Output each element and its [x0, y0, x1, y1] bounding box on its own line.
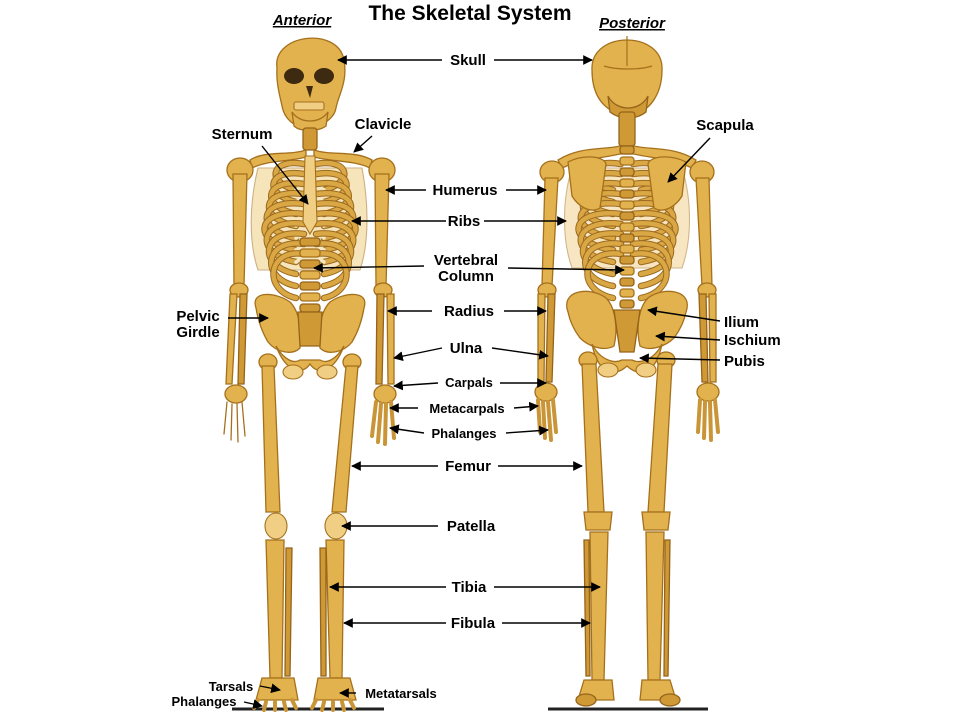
anterior-heading: Anterior [272, 12, 333, 29]
label-tibia: Tibia [452, 579, 487, 596]
anterior-neck-vertebrae [303, 128, 317, 150]
anterior-vertebra-1 [300, 238, 320, 246]
anterior-sternum [303, 156, 317, 234]
arrow-ulna-anterior [394, 348, 442, 358]
label-clavicle: Clavicle [355, 116, 412, 133]
posterior-vertebra-10 [620, 245, 634, 253]
posterior-vertebra-15 [620, 300, 634, 308]
label-ulna: Ulna [450, 340, 483, 357]
arrow-metacarpals-posterior [514, 406, 538, 408]
label-pelvic-line2: Girdle [176, 324, 219, 341]
anterior-leg-right [312, 354, 361, 710]
label-phalanges-hand: Phalanges [431, 426, 496, 441]
anterior-skull [277, 38, 345, 130]
label-skull: Skull [450, 52, 486, 69]
label-sternum: Sternum [212, 126, 273, 143]
posterior-vertebra-9 [620, 234, 634, 242]
anterior-arm-left [224, 174, 248, 442]
anterior-vertebra-6 [300, 293, 320, 301]
posterior-vertebra-13 [620, 278, 634, 286]
label-pubis: Pubis [724, 353, 765, 370]
label-ribs: Ribs [448, 213, 481, 230]
label-phalanges-foot: Phalanges [171, 694, 236, 709]
label-femur: Femur [445, 458, 491, 475]
posterior-skull [592, 36, 662, 118]
posterior-arm-left [535, 178, 558, 440]
posterior-vertebra-5 [620, 190, 634, 198]
anterior-vertebra-4 [300, 271, 320, 279]
label-fibula: Fibula [451, 615, 496, 632]
anterior-vertebra-7 [300, 304, 320, 312]
anterior-vertebra-3 [300, 260, 320, 268]
label-vertebral-line1: Vertebral [434, 252, 498, 269]
anterior-vertebra-2 [300, 249, 320, 257]
posterior-vertebra-6 [620, 201, 634, 209]
arrow-phalanges-foot [244, 702, 262, 706]
label-ilium: Ilium [724, 314, 759, 331]
posterior-vertebra-1 [620, 146, 634, 154]
posterior-neck-vertebrae [619, 112, 635, 146]
posterior-arm-right [696, 178, 719, 440]
posterior-vertebra-14 [620, 289, 634, 297]
anterior-leg-left [254, 354, 298, 710]
label-metatarsals: Metatarsals [365, 686, 437, 701]
label-carpals: Carpals [445, 375, 493, 390]
label-humerus: Humerus [432, 182, 497, 199]
posterior-leg-right [640, 352, 680, 706]
label-tarsals: Tarsals [209, 679, 254, 694]
anterior-vertebral-column [300, 238, 320, 312]
label-radius: Radius [444, 303, 494, 320]
posterior-vertebra-12 [620, 267, 634, 275]
label-patella: Patella [447, 518, 496, 535]
posterior-ilium-right [638, 291, 687, 348]
label-scapula: Scapula [696, 117, 754, 134]
label-ischium: Ischium [724, 332, 781, 349]
posterior-skeleton [535, 36, 719, 709]
label-vertebral-line2: Column [438, 268, 494, 285]
posterior-vertebra-4 [620, 179, 634, 187]
arrow-clavicle [354, 136, 372, 152]
arrow-carpals-anterior [394, 383, 438, 386]
anterior-arm-right [372, 174, 396, 444]
posterior-vertebra-8 [620, 223, 634, 231]
posterior-ilium-left [567, 291, 616, 348]
posterior-vertebra-2 [620, 157, 634, 165]
posterior-vertebra-3 [620, 168, 634, 176]
posterior-leg-left [576, 352, 614, 706]
label-pelvic-line1: Pelvic [176, 308, 219, 325]
anterior-vertebra-5 [300, 282, 320, 290]
label-metacarpals: Metacarpals [429, 401, 504, 416]
posterior-vertebra-11 [620, 256, 634, 264]
diagram-title: The Skeletal System [368, 2, 571, 25]
posterior-vertebra-7 [620, 212, 634, 220]
posterior-heading: Posterior [599, 15, 666, 32]
